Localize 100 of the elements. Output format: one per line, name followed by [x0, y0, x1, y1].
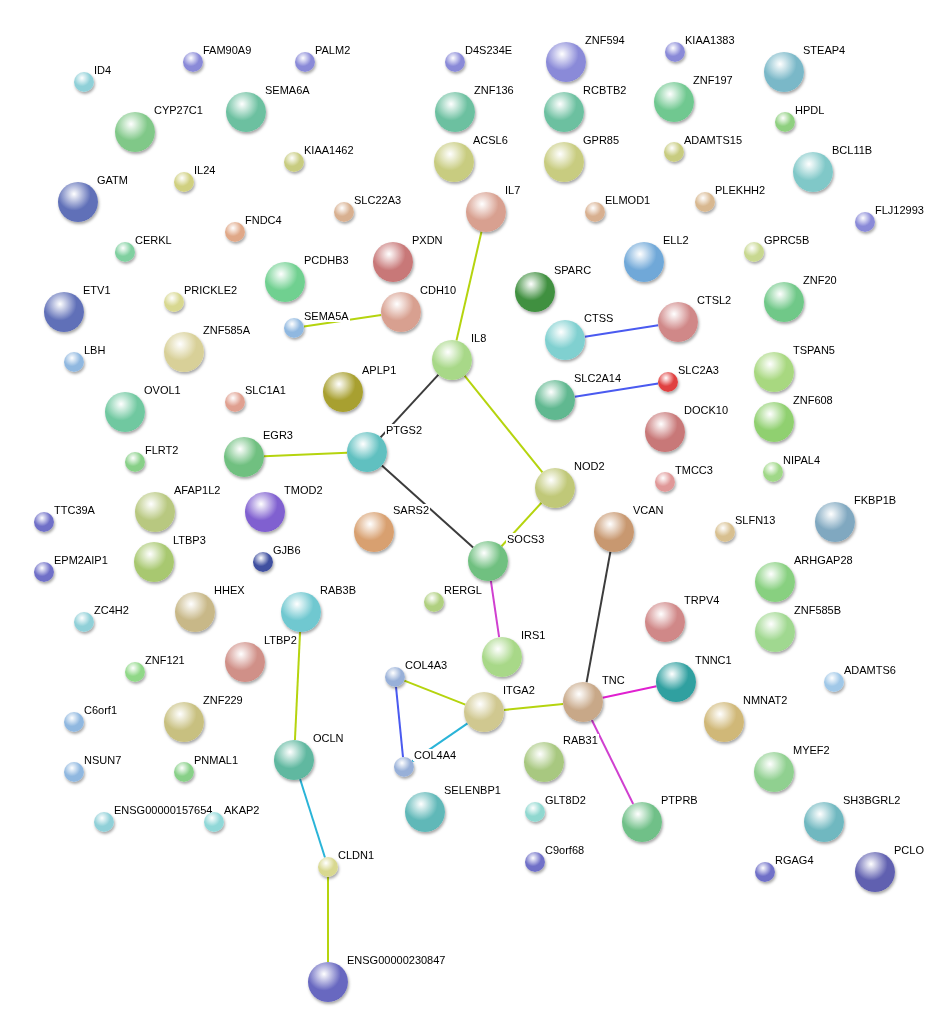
node-label: GPR85 — [582, 134, 621, 146]
node-label: SEMA5A — [303, 310, 350, 322]
node-label: C9orf68 — [544, 844, 586, 856]
node-label: PTPRB — [660, 794, 699, 806]
node-label: IL8 — [470, 332, 488, 344]
node-label: RCBTB2 — [582, 84, 628, 96]
node-label: SELENBP1 — [443, 784, 502, 796]
node-label: SEMA6A — [264, 84, 311, 96]
node-label: TTC39A — [53, 504, 96, 516]
node-label: KIAA1383 — [684, 34, 736, 46]
node-label: NSUN7 — [83, 754, 123, 766]
node-label: SARS2 — [392, 504, 431, 516]
node-label: CYP27C1 — [153, 104, 204, 116]
node-label: PNMAL1 — [193, 754, 240, 766]
node-label: PXDN — [411, 234, 444, 246]
connector-line — [585, 550, 612, 684]
node-label: EGR3 — [262, 429, 294, 441]
node-label: STEAP4 — [802, 44, 847, 56]
node-label: NOD2 — [573, 460, 606, 472]
connector-line — [590, 718, 635, 806]
node-label: TNC — [601, 674, 626, 686]
node-label: ENSG00000230847 — [346, 954, 447, 966]
node-label: RERGL — [443, 584, 483, 596]
node-label: ZNF20 — [802, 274, 838, 286]
node-label: CERKL — [134, 234, 173, 246]
node-label: FAM90A9 — [202, 44, 253, 56]
node-label: RAB31 — [562, 734, 599, 746]
node-label: COL4A4 — [413, 749, 458, 761]
node-label: CTSL2 — [696, 294, 733, 306]
connector-line — [489, 579, 501, 639]
connector-line — [327, 876, 329, 963]
node-label: IL7 — [504, 184, 522, 196]
node-label: TRPV4 — [683, 594, 721, 606]
node-label: PLEKHH2 — [714, 184, 767, 196]
node-label: ARHGAP28 — [793, 554, 854, 566]
node-label: LBH — [83, 344, 107, 356]
node-label: DOCK10 — [683, 404, 730, 416]
node-label: OVOL1 — [143, 384, 182, 396]
node-label: ZNF229 — [202, 694, 244, 706]
node-label: ADAMTS15 — [683, 134, 744, 146]
node-label: OCLN — [312, 732, 345, 744]
node-label: FKBP1B — [853, 494, 898, 506]
node-label: ZNF136 — [473, 84, 515, 96]
node-label: AFAP1L2 — [173, 484, 222, 496]
node-label: SPARC — [553, 264, 593, 276]
node-label: TMCC3 — [674, 464, 714, 476]
connector-line — [299, 778, 326, 859]
node-label: ZNF121 — [144, 654, 186, 666]
connector-line — [380, 464, 475, 549]
connector-line — [379, 373, 440, 439]
node-label: SH3BGRL2 — [842, 794, 902, 806]
node-label: GATM — [96, 174, 129, 186]
node-label: ELL2 — [662, 234, 690, 246]
node-label: LTBP2 — [263, 634, 298, 646]
node-label: PRICKLE2 — [183, 284, 239, 296]
connector-line — [601, 685, 658, 699]
node-label: ZNF197 — [692, 74, 734, 86]
node-label: PALM2 — [314, 44, 352, 56]
node-label: C6orf1 — [83, 704, 119, 716]
connector-line — [263, 451, 348, 458]
node-label: HHEX — [213, 584, 246, 596]
node-label: ELMOD1 — [604, 194, 652, 206]
node-label: EPM2AIP1 — [53, 554, 109, 566]
node-label: GLT8D2 — [544, 794, 587, 806]
node-label: ACSL6 — [472, 134, 509, 146]
node-label: NIPAL4 — [782, 454, 822, 466]
node-label: TNNC1 — [694, 654, 733, 666]
node-label: ZNF608 — [792, 394, 834, 406]
connector-line — [463, 374, 544, 474]
node-label: D4S234E — [464, 44, 514, 56]
node-label: SLC2A14 — [573, 372, 623, 384]
node-label: PTGS2 — [385, 424, 424, 436]
connector-line — [583, 324, 660, 338]
node-label: BCL11B — [831, 144, 874, 156]
node-label: COL4A3 — [404, 659, 449, 671]
connector-line — [403, 679, 467, 706]
node-label: ITGA2 — [502, 684, 536, 696]
node-label: SOCS3 — [506, 533, 546, 545]
node-label: SLC1A1 — [244, 384, 287, 396]
connector-line — [573, 382, 660, 398]
node-label: ADAMTS6 — [843, 664, 897, 676]
node-label: HPDL — [794, 104, 826, 116]
node-label: CTSS — [583, 312, 615, 324]
node-label: ETV1 — [82, 284, 112, 296]
node-label: TMOD2 — [283, 484, 324, 496]
node-label: GPRC5B — [763, 234, 811, 246]
connector-line — [455, 230, 483, 342]
node-label: CDH10 — [419, 284, 458, 296]
node-label: PCDHB3 — [303, 254, 350, 266]
connector-line — [500, 501, 543, 548]
node-label: CLDN1 — [337, 849, 376, 861]
node-label: LTBP3 — [172, 534, 207, 546]
node-label: VCAN — [632, 504, 665, 516]
node-label: MYEF2 — [792, 744, 831, 756]
connector-line — [293, 631, 302, 741]
node-label: RAB3B — [319, 584, 358, 596]
node-label: ZNF585A — [202, 324, 252, 336]
node-label: APLP1 — [361, 364, 398, 376]
node-label: ID4 — [93, 64, 113, 76]
node-label: FLJ12993 — [874, 204, 925, 216]
